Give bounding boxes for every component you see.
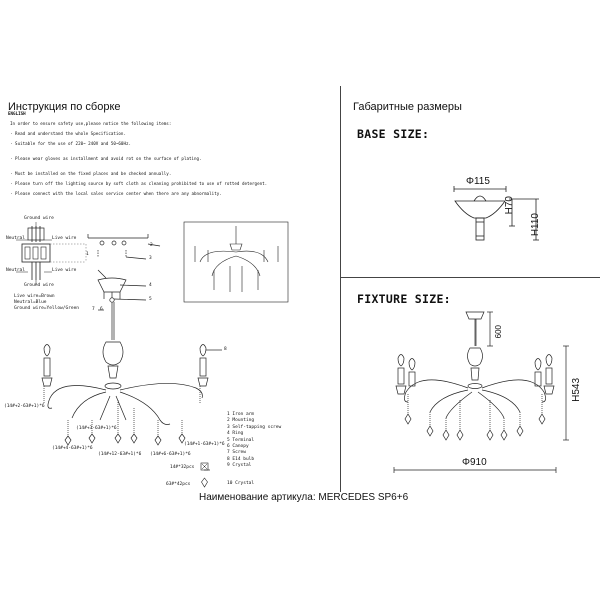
instruction-line: · Read and understand the whole Specific…: [10, 130, 126, 136]
parts-list-item: 5 Terminal: [227, 437, 255, 443]
parts-list-item: 2 Mounting: [227, 418, 255, 424]
wire-legend-neutral: Neutral=Blue: [14, 300, 47, 305]
instruction-line: In order to ensure safety use,please not…: [10, 121, 172, 126]
instruction-line: · Please turn off the lighting source by…: [10, 180, 268, 186]
instruction-line: · Suitable for the use of 220~ 240V and …: [10, 140, 132, 146]
ground-wire-top-label: Ground wire: [24, 216, 54, 221]
callout-5: 5: [149, 297, 152, 302]
crystal-label-right-mid: (14#+1-63#+1)*6: [184, 442, 225, 447]
crystal-label-left-upper: (14#+2-63#+1)*6: [4, 404, 45, 409]
crystal-box-10-label: 63#*42pcs: [166, 482, 191, 487]
parts-list-item: 6 Canopy: [227, 444, 249, 450]
language-label: ENGLISH: [8, 111, 26, 116]
instructions-list: In order to ensure safety use,please not…: [10, 121, 267, 197]
callout-1: 1: [86, 252, 89, 257]
parts-list-item: 3 Self-tapping screw: [227, 424, 282, 430]
live-wire-bottom-label: Live wire: [52, 268, 77, 273]
horizontal-divider: [340, 277, 600, 278]
parts-list: 1 Iron arm 2 Mounting 3 Self-tapping scr…: [227, 412, 281, 470]
callout-7: 7: [92, 307, 95, 312]
parts-list-item-10: 10 Crystal: [227, 481, 255, 486]
instructions-title: Инструкция по сборке: [8, 101, 121, 113]
callout-4: 4: [149, 283, 152, 288]
instruction-line: · Must be installed on the fixed places …: [10, 171, 172, 177]
fixture-diameter-label: Φ910: [462, 457, 487, 468]
crystal-label-center-lower: (14#+12-63#+1)*6: [98, 452, 142, 457]
crystal-label-right-lower: (14#+6-63#+1)*6: [150, 452, 191, 457]
base-size-heading: BASE SIZE:: [357, 127, 430, 141]
ground-wire-bottom-label: Ground wire: [24, 283, 54, 288]
callout-6: 6: [100, 307, 103, 312]
fixture-size-heading: FIXTURE SIZE:: [357, 292, 451, 306]
parts-list-item: 1 Iron arm: [227, 412, 255, 417]
crystal-box-9-label: 14#*32pcs: [170, 465, 195, 470]
parts-list-item: 7 Screw: [227, 450, 246, 456]
neutral-bottom-label: Neutral: [6, 268, 25, 273]
wire-legend-ground: Ground wire=Yellow/Green: [14, 306, 80, 311]
parts-list-item: 8 E14 bulb: [227, 456, 255, 462]
callout-3: 3: [149, 256, 152, 261]
crystal-label-left-mid: (14#+3-63#+1)*6: [76, 426, 117, 431]
instruction-line: · Please connect with the local sales se…: [10, 190, 222, 196]
wire-legend-live: Live wire=Brown: [14, 294, 55, 299]
crystal-label-left-lower: (14#+4-63#+1)*6: [52, 446, 93, 451]
dimensions-title: Габаритные размеры: [353, 101, 462, 113]
callout-2: 2: [150, 243, 153, 248]
live-wire-top-label: Live wire: [52, 236, 77, 241]
vertical-divider: [340, 86, 341, 492]
article-name: Наименование артикула: MERCEDES SP6+6: [199, 492, 409, 503]
parts-list-item: 9 Crystal: [227, 463, 252, 469]
base-diameter-label: Φ115: [466, 176, 490, 187]
instruction-line: · Please wear gloves as installment and …: [10, 155, 202, 161]
wire-color-legend: Live wire=Brown Neutral=Blue Ground wire…: [14, 294, 79, 312]
neutral-top-label: Neutral: [6, 236, 25, 241]
callout-8: 8: [224, 347, 227, 352]
parts-list-item: 4 Ring: [227, 431, 244, 437]
